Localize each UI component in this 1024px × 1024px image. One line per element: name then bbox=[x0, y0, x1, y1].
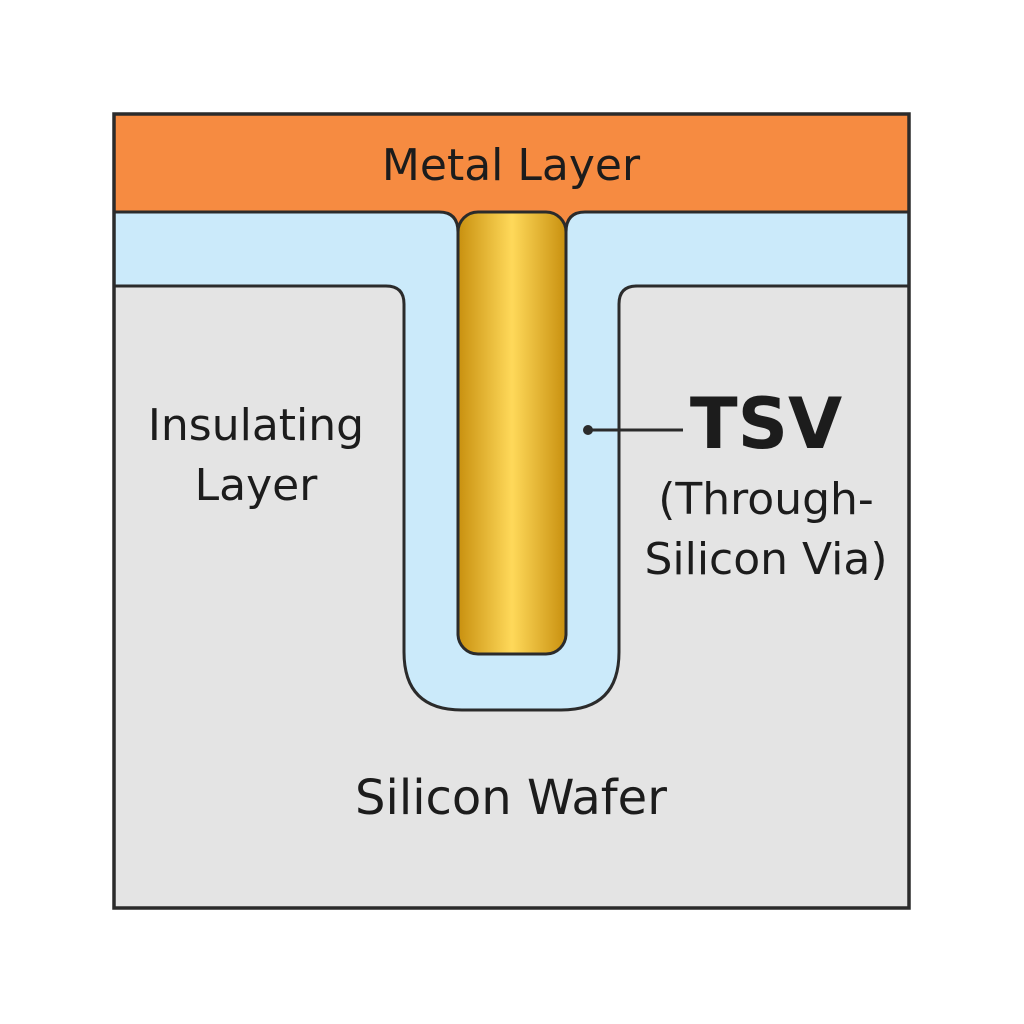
insulating-layer-label-line1: Insulating bbox=[148, 400, 364, 451]
insulating-layer-label-line2: Layer bbox=[195, 460, 319, 511]
silicon-wafer-label: Silicon Wafer bbox=[355, 770, 667, 826]
metal-layer-label: Metal Layer bbox=[382, 140, 641, 191]
tsv-label: TSV bbox=[690, 383, 842, 465]
diagram-frame bbox=[112, 112, 911, 910]
tsv-via-pillar bbox=[456, 210, 568, 656]
tsv-fullname-line1: (Through- bbox=[658, 474, 874, 525]
tsv-fullname-line2: Silicon Via) bbox=[644, 534, 887, 585]
